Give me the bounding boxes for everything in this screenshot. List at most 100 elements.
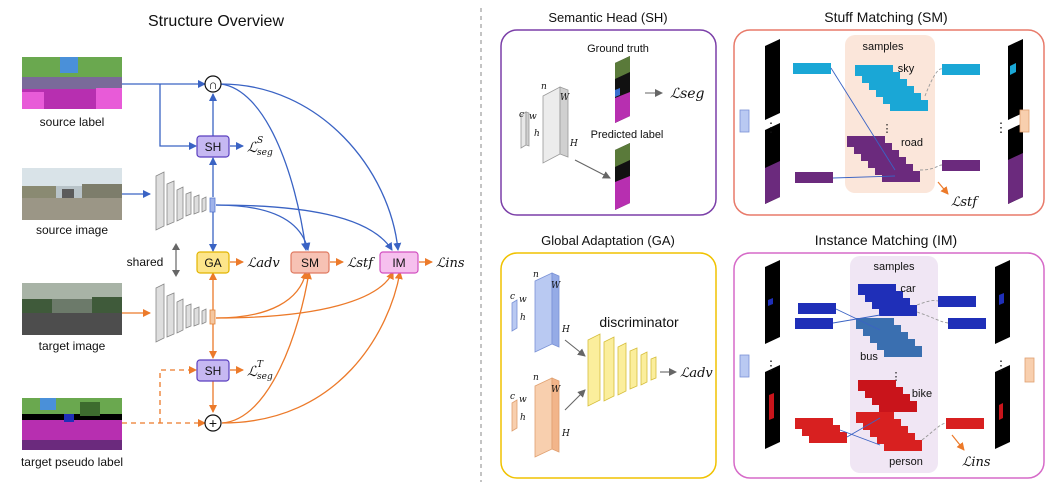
ga-tgt-dim-n: n [533,373,539,383]
im-panel-title: Instance Matching (IM) [815,232,957,248]
sh-dim-h: h [534,129,540,139]
svg-text:ℒ: ℒ [247,364,258,380]
sm-road-blocks [795,136,980,183]
intersection-node [204,75,222,93]
im-right-dots: ⋮ [995,358,1008,373]
im-person-blocks [795,412,984,451]
ga-source-arrow [564,339,586,357]
target-image [22,283,122,335]
svg-text:T: T [257,360,264,370]
plus-node [204,414,222,432]
im-class-bike: bike [912,388,932,400]
ga-src-dim-H: H [561,325,570,335]
target-backbone [155,283,216,343]
im-bike-blocks [858,380,917,412]
plus-symbol: + [209,415,217,431]
loss-seg-source: ℒ S seg [247,136,273,158]
source-label-caption: source label [40,115,105,129]
sm-module [290,251,330,274]
sh-dim-W: W [560,93,570,103]
sm-source-maps [765,39,1023,204]
sm-left-dots: ⋮ [765,120,778,135]
target-image-caption: target image [39,339,106,353]
sh-predicted-label: Predicted label [591,129,664,141]
sm-label: SM [301,256,319,270]
sh-loss: ℒseg [670,86,705,102]
sh-predicted-map [615,143,630,210]
loss-stf: ℒstf [347,256,375,271]
sh-ground-truth-map [615,56,630,123]
svg-text:S: S [257,136,263,146]
sh-input-feature [520,111,530,149]
sm-match-lines [830,67,943,179]
ga-src-dim-h: h [520,313,526,323]
blue-flows [122,80,402,252]
ga-panel [500,252,717,479]
intersection-symbol: ∩ [208,77,217,92]
sh-dim-w: w [529,112,537,122]
im-label: IM [392,256,405,270]
im-loss-arrow-panel [951,434,965,451]
svg-text:seg: seg [257,148,273,158]
sh-predict-arrow [574,159,611,179]
sh-output-feature [542,86,569,164]
im-module [379,251,419,274]
source-image [22,168,122,220]
sh-ground-truth-label: Ground truth [587,43,649,55]
ga-tgt-dim-h: h [520,413,526,423]
ga-target-feature [511,377,560,458]
im-maps [765,260,1010,449]
im-left-dots: ⋮ [765,358,778,373]
im-class-person: person [889,456,923,468]
ga-src-dim-w: w [519,295,527,305]
source-backbone [155,171,216,231]
im-src-feature [739,354,750,378]
ga-label: GA [204,256,221,270]
sm-panel [733,29,1045,216]
im-bus-blocks [856,318,922,357]
im-car-blocks [795,284,986,329]
source-image-caption: source image [36,223,108,237]
ga-tgt-dim-w: w [519,395,527,405]
sh-dim-H: H [569,139,578,149]
sm-right-dots: ⋮ [995,120,1008,135]
sm-samples-label: samples [863,41,904,53]
im-class-car: car [900,283,916,295]
sh-panel-title: Semantic Head (SH) [548,10,667,25]
sm-class-road: road [901,137,923,149]
ga-tgt-dim-W: W [551,385,561,395]
sh-target-label: SH [205,364,222,378]
sm-loss-arrow-panel [937,181,949,195]
sh-dim-c: c [519,110,524,120]
loss-ins: ℒins [436,256,465,271]
svg-text:ℒ: ℒ [247,140,258,156]
source-label-image [22,57,122,109]
shared-label: shared [127,255,164,269]
svg-text:seg: seg [257,372,273,382]
shared-arrow-up [172,243,180,250]
shared-arrow-down [172,270,180,277]
im-panel-loss: ℒins [962,455,991,470]
im-panel [733,252,1045,479]
im-tgt-feature [1024,357,1035,383]
loss-adv: ℒadv [247,256,280,271]
sh-panel [500,29,717,216]
sh-dim-n: n [541,82,547,92]
sm-mid-dots: ⋮ [882,123,893,135]
overview-title: Structure Overview [148,13,284,30]
ga-src-dim-W: W [551,281,561,291]
discriminator-stack [587,333,657,407]
ga-module [196,251,230,274]
sh-source-module [196,135,230,158]
im-mid-dots: ⋮ [891,371,902,383]
target-pseudo-label-image [22,398,122,450]
sm-class-sky: sky [898,63,915,75]
sm-sky-blocks [793,63,980,111]
ga-tgt-dim-H: H [561,429,570,439]
ga-source-feature [511,272,560,353]
orange-flows [122,271,403,427]
ga-tgt-dim-c: c [510,392,515,402]
ga-src-dim-n: n [533,270,539,280]
ga-panel-title: Global Adaptation (GA) [541,233,675,248]
